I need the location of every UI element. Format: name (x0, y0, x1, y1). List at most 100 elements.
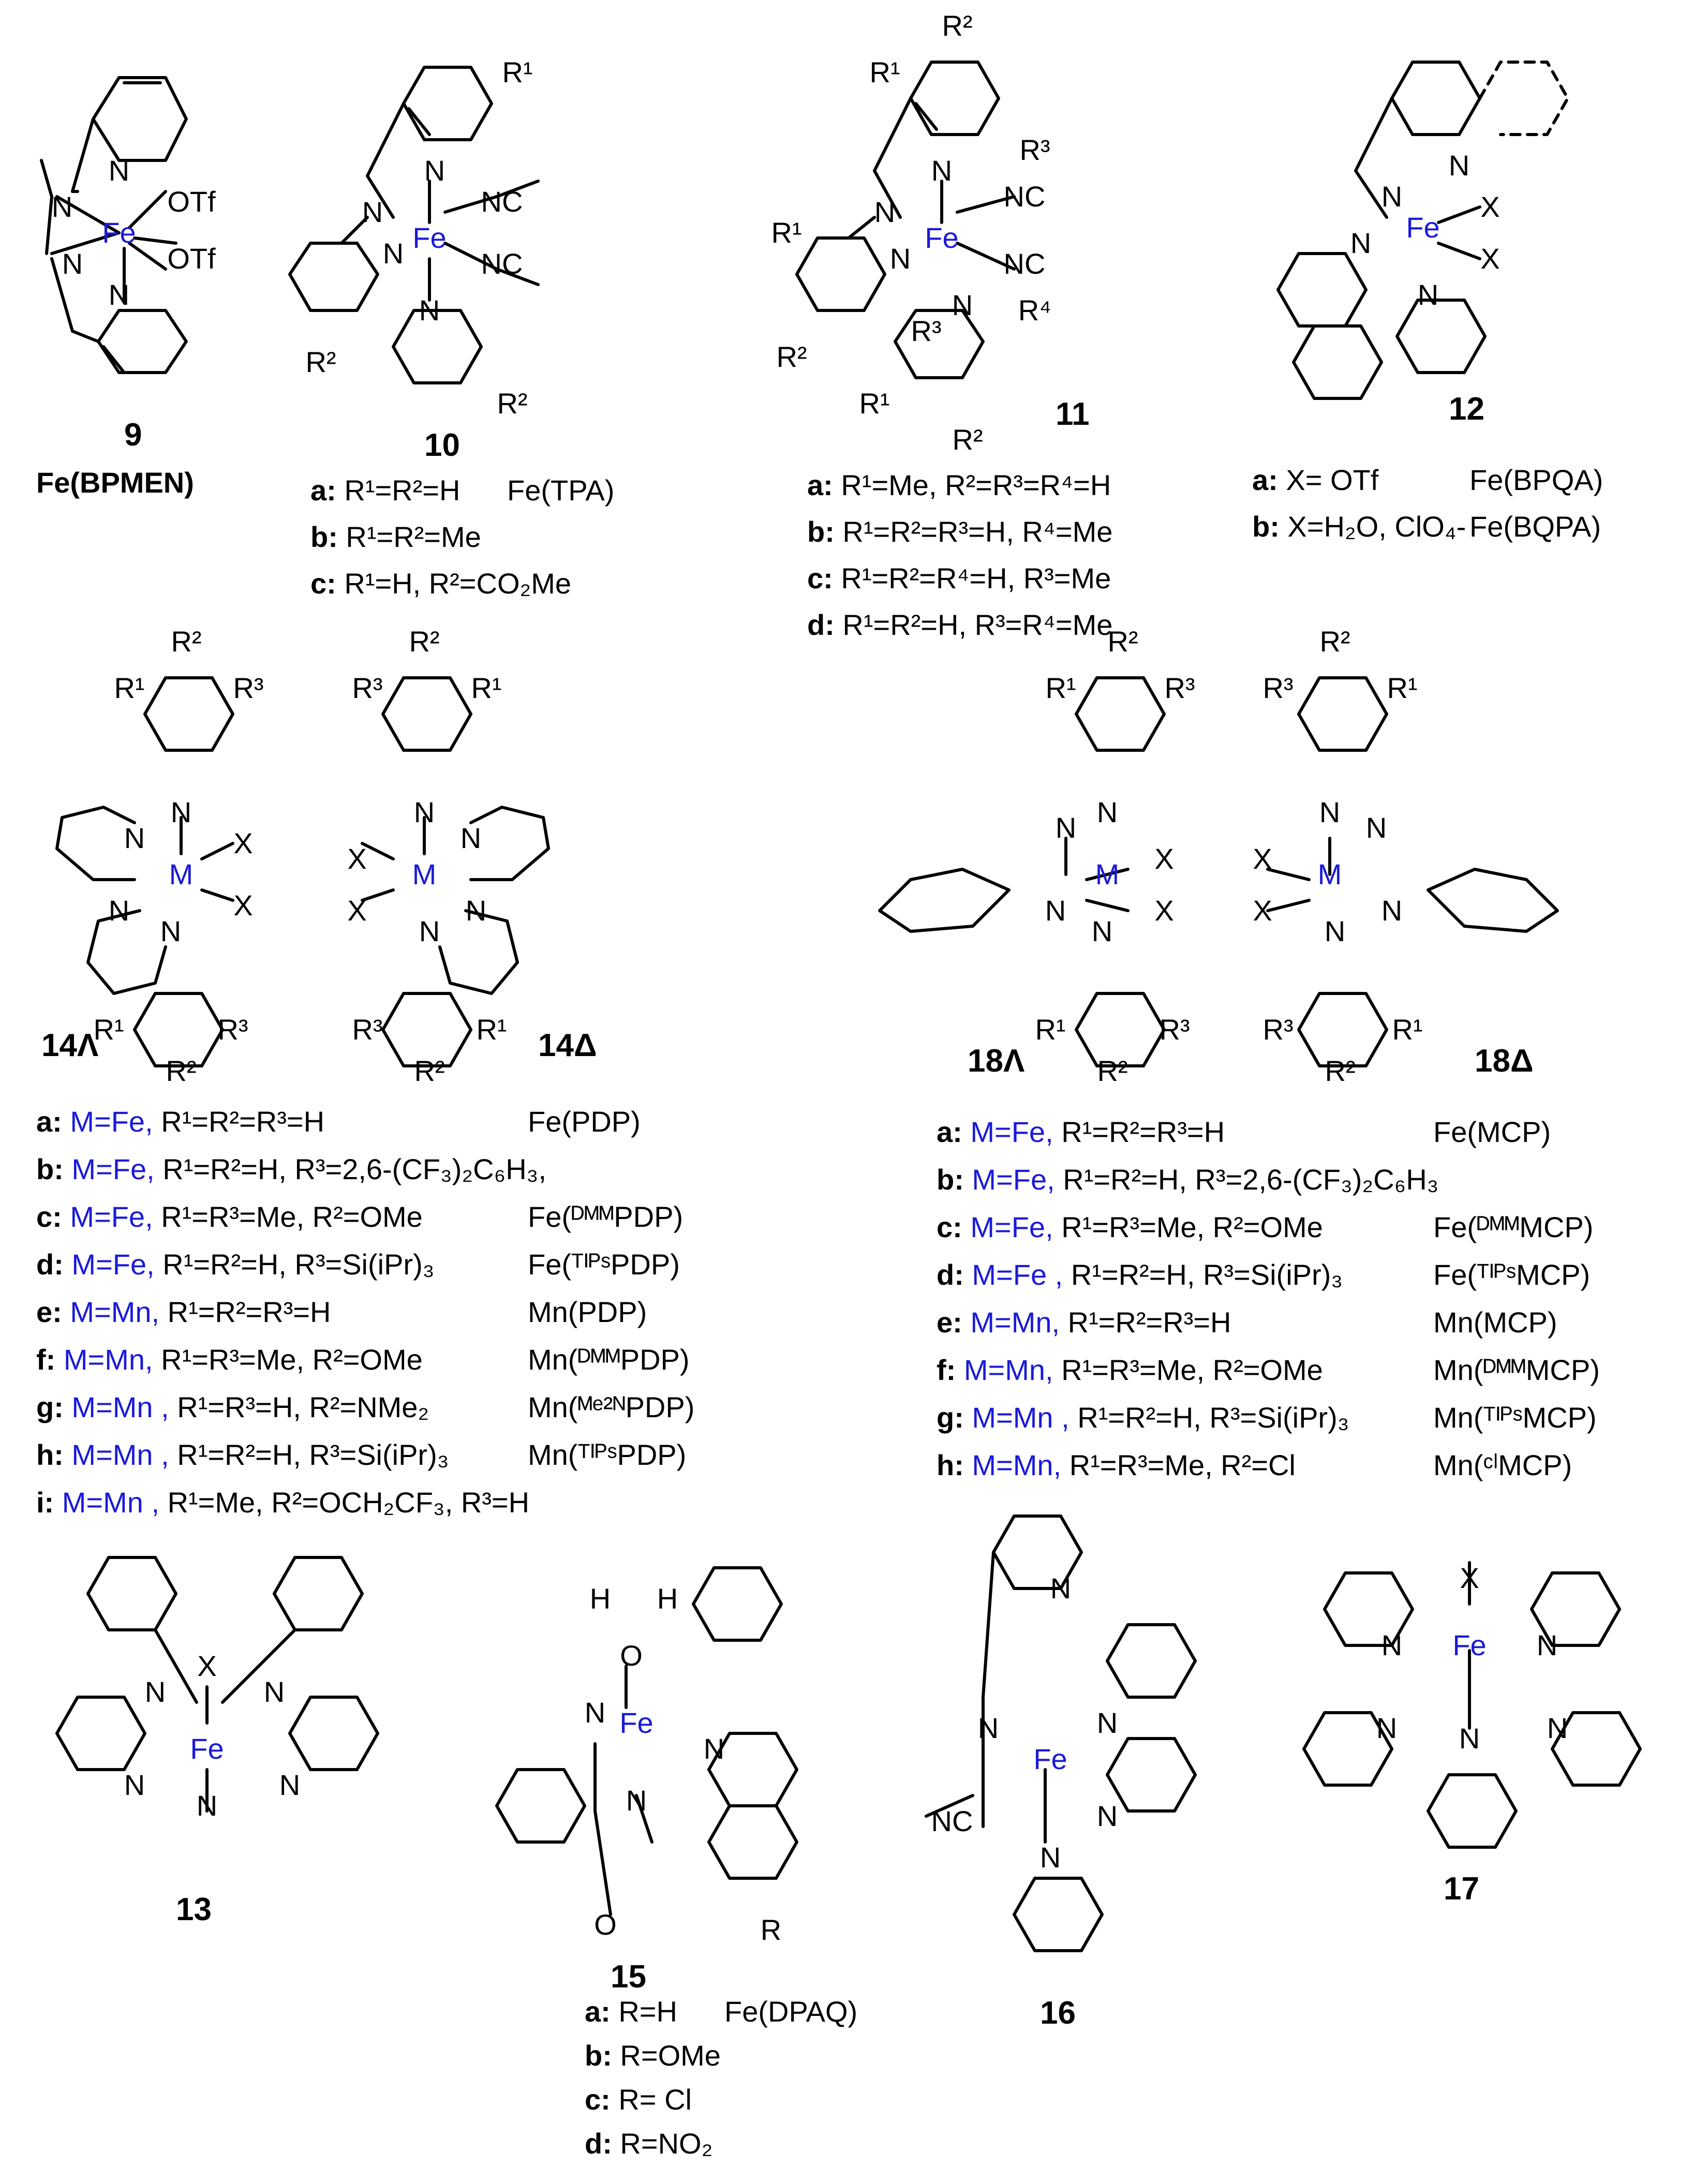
variant-text: R=H (618, 1995, 677, 2028)
r3-atom-18l-a: R³ (1164, 672, 1195, 704)
m-atom-18d: M (1317, 858, 1342, 890)
variant-key: d: (807, 608, 843, 641)
r3-atom-14l-a: R³ (233, 672, 264, 704)
r3-atom-14l-b: R³ (217, 1013, 248, 1046)
nc-atom-11b: NC (1003, 247, 1046, 280)
variant-row: h: M=Mn, R¹=R³=Me, R²=Cl (937, 1451, 1296, 1480)
r1-atom-14l-b: R¹ (93, 1013, 124, 1046)
n-atom-15b: N (703, 1732, 725, 1765)
r2-atom-18l-b: R² (1097, 1055, 1128, 1087)
compound-14-lambda-number: 14Λ (41, 1028, 99, 1063)
n-atom-14l-a: N (170, 796, 192, 828)
variant-text: R=NO₂ (620, 2127, 713, 2160)
x-atom-14l-b: X (233, 889, 253, 922)
variant-metal: M=Fe, (71, 1153, 163, 1185)
variant-row: a: R=H (585, 1997, 677, 2026)
variant-metal: M=Fe, (70, 1105, 161, 1138)
r2-atom-14d-b: R² (414, 1055, 445, 1087)
r3-atom-14d-a: R³ (352, 672, 383, 704)
compound-11-number: 11 (1056, 396, 1090, 432)
nc-atom-10a: NC (481, 185, 523, 218)
variant-text: X=H₂O, ClO₄- (1287, 510, 1466, 543)
variant-complex-name: Fe(ᴰᴹᴹPDP) (528, 1200, 684, 1233)
fe-atom-9: Fe (102, 216, 136, 249)
variant-row: e: M=Mn, R¹=R²=R³=H (36, 1298, 331, 1327)
n-atom-18l-d: N (1091, 915, 1113, 947)
structure-15 (495, 1566, 798, 1916)
x-atom-17: X (1460, 1562, 1479, 1594)
n-atom-18l-b: N (1096, 796, 1118, 828)
variant-key: d: (937, 1258, 972, 1291)
variant-text: R¹=R³=Me, R²=Cl (1069, 1449, 1296, 1481)
r3-atom-14d-b: R³ (352, 1013, 383, 1046)
variant-text: X= OTf (1286, 464, 1379, 496)
n-atom-15a: N (584, 1696, 606, 1729)
variant-row: g: M=Mn , R¹=R³=H, R²=NMe₂ (36, 1393, 429, 1422)
compound-18-delta-number: 18Δ (1475, 1043, 1534, 1079)
compound-12-number: 12 (1449, 391, 1484, 427)
structure-16 (925, 1514, 1197, 1952)
variant-text: R¹=H, R²=CO₂Me (344, 567, 572, 600)
m-atom-14l: M (169, 858, 194, 890)
compound-14-delta-number: 14Δ (538, 1028, 597, 1063)
n-atom-16b: N (977, 1712, 999, 1744)
n-atom-16e: N (1039, 1841, 1061, 1874)
r-atom-15: R (760, 1913, 782, 1946)
variant-key: c: (36, 1200, 70, 1233)
o-atom-15a: O (620, 1639, 643, 1672)
variant-row: i: M=Mn , R¹=Me, R²=OCH₂CF₃, R³=H (36, 1488, 529, 1517)
variant-key: a: (36, 1105, 70, 1138)
r2-atom-10a: R² (305, 346, 336, 378)
r4-atom-11: R⁴ (1018, 294, 1052, 326)
o-atom-15b: O (594, 1908, 617, 1941)
r1-atom-18d-b: R¹ (1392, 1013, 1423, 1046)
structure-13 (55, 1556, 379, 1813)
variant-key: c: (937, 1211, 971, 1243)
n-atom-15c: N (626, 1784, 647, 1817)
variant-text: R= Cl (618, 2083, 692, 2116)
variant-metal: M=Mn, (963, 1354, 1062, 1386)
variant-complex-name: Mn(MCP) (1433, 1306, 1557, 1339)
variant-row: a: M=Fe, R¹=R²=R³=H (937, 1118, 1225, 1147)
compound-16-number: 16 (1040, 1995, 1076, 2031)
n-atom-11b: N (874, 196, 896, 228)
compound-9-name: Fe(BPMEN) (36, 466, 194, 499)
r2-atom-10b: R² (497, 387, 528, 420)
n-atom-17c: N (1376, 1712, 1398, 1744)
n-atom-13c: N (124, 1769, 145, 1801)
variant-key: b: (36, 1153, 72, 1185)
compound-9-number: 9 (124, 417, 142, 453)
fe-atom-16: Fe (1033, 1743, 1067, 1775)
variant-complex-name: Fe(DPAQ) (724, 1995, 858, 2028)
n-atom-18d-c: N (1381, 894, 1403, 927)
variant-text: R¹=R²=H (344, 474, 461, 507)
r1-atom-18l-a: R¹ (1045, 672, 1076, 704)
r2-atom-11c: R² (952, 423, 983, 456)
variant-key: g: (36, 1391, 72, 1423)
m-atom-14d: M (412, 858, 437, 890)
variant-row: c: M=Fe, R¹=R³=Me, R²=OMe (36, 1202, 423, 1231)
variant-complex-name: Mn(PDP) (528, 1296, 647, 1328)
variant-text: R=OMe (620, 2039, 721, 2072)
variant-key: f: (937, 1354, 964, 1386)
variant-complex-name: Mn(ᶜˡMCP) (1433, 1449, 1572, 1481)
nc-atom-10b: NC (481, 247, 523, 280)
variant-row: d: M=Fe , R¹=R²=H, R³=Si(iPr)₃ (937, 1260, 1343, 1289)
r1-atom-14l-a: R¹ (114, 672, 145, 704)
structure-18-lambda (878, 676, 1166, 1067)
variant-text: R¹=R²=H, R³=R⁴=Me (842, 608, 1113, 641)
variant-key: b: (1252, 510, 1288, 543)
structure-17 (1302, 1561, 1642, 1849)
n-atom-11c: N (889, 242, 911, 275)
variant-text: R¹=R³=Me, R²=OMe (1061, 1354, 1323, 1386)
structure-12 (1276, 61, 1569, 400)
variant-metal: M=Mn , (71, 1438, 177, 1471)
n-atom-9a: N (108, 154, 130, 187)
variant-metal: M=Fe, (71, 1248, 163, 1281)
n-atom-14l-b: N (124, 822, 145, 854)
variant-row: c: M=Fe, R¹=R³=Me, R²=OMe (937, 1213, 1323, 1242)
variant-complex-name: Fe(ᴰᴹᴹMCP) (1433, 1211, 1594, 1243)
n-atom-14l-d: N (160, 915, 182, 947)
variant-complex-name: Fe(BQPA) (1469, 510, 1601, 543)
